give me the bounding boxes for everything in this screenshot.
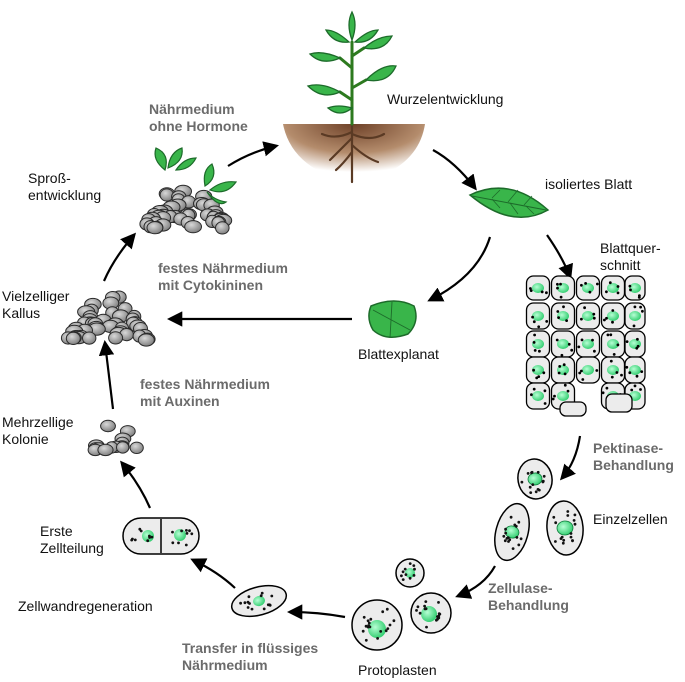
label-leaf-explant: Blattexplanat (358, 346, 439, 362)
protoplasts (351, 558, 452, 651)
plant-leaf (324, 29, 351, 43)
condition-pectinase: Pektinase-Behandlung (593, 440, 674, 473)
label-cell-wall-regeneration: Zellwandregeneration (18, 598, 153, 614)
label-isolated-leaf: isoliertes Blatt (545, 176, 633, 192)
cell (494, 502, 530, 562)
arrow-division-to-colony (120, 460, 152, 509)
plant-leaf (306, 84, 342, 96)
plant-leaf (364, 65, 397, 82)
label-shoot-development: Sproß-entwicklung (28, 170, 102, 203)
label-leaf-cross-section: Blattquer-schnitt (600, 240, 661, 273)
plant-leaf (326, 105, 354, 114)
plant-leaf (353, 29, 380, 43)
plant-leaf (348, 10, 356, 42)
cell (517, 458, 553, 500)
single-cells (494, 458, 584, 562)
arrow-callus-to-shoot (102, 232, 137, 282)
rooted-plant (283, 10, 425, 184)
multicell-colony (87, 419, 144, 457)
regenerating-cell (230, 584, 288, 618)
label-root-development: Wurzelentwicklung (387, 91, 504, 107)
arrow-shoot-to-plant (227, 141, 280, 167)
leaf-cross-section (525, 275, 646, 417)
arrow-leaf-to-crosssection (546, 234, 573, 280)
arrow-plant-to-leaf (432, 149, 477, 191)
cycle-arrows (98, 141, 582, 620)
arrow-regeneration-to-division (190, 558, 236, 589)
dividing-cell (122, 517, 200, 555)
plant-leaf (362, 35, 394, 50)
arrow-cells-to-protoplasts (455, 565, 496, 599)
isolated-leaf (468, 187, 550, 218)
multicell-callus (60, 290, 156, 347)
shoot-callus (139, 147, 238, 235)
arrow-protoplasts-to-regeneration (286, 604, 346, 620)
arrow-leaf-to-explanat (427, 236, 492, 302)
label-single-cells: Einzelzellen (593, 511, 668, 527)
cell (546, 500, 584, 556)
arrow-crosssection-to-cells (559, 435, 582, 481)
label-protoplasts: Protoplasten (358, 662, 437, 678)
condition-cellulase: Zellulase-Behandlung (488, 580, 569, 613)
arrow-colony-to-callus (98, 339, 115, 410)
plant-leaf (308, 52, 342, 62)
leaf-explant (368, 300, 417, 339)
